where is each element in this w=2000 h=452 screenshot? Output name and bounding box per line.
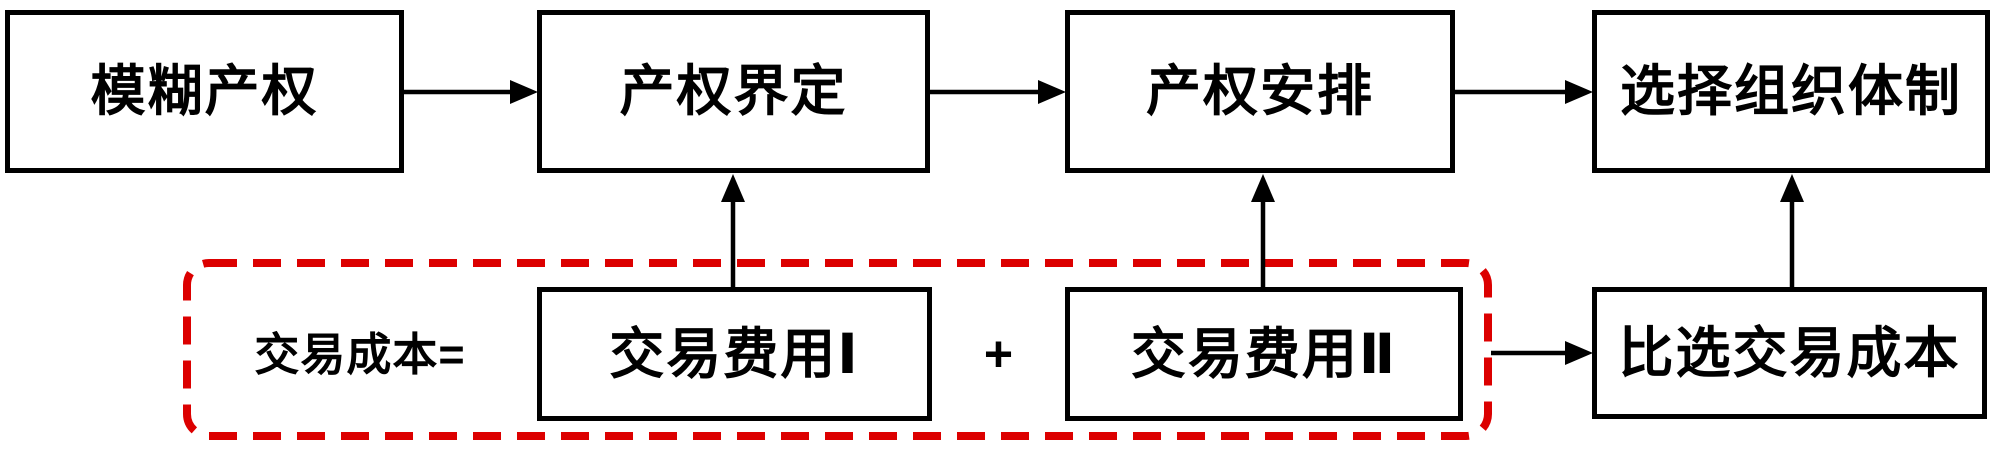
node-choose-organizational-system: 选择组织体制 — [1592, 10, 1990, 173]
node-compare-transaction-cost: 比选交易成本 — [1592, 287, 1987, 419]
node-property-rights-arrangement: 产权安排 — [1065, 10, 1455, 173]
node-property-rights-definition: 产权界定 — [537, 10, 930, 173]
arrow-fee1-to-define — [721, 174, 745, 288]
node-fuzzy-property-rights: 模糊产权 — [5, 10, 404, 173]
plus-operator: + — [932, 287, 1065, 421]
plus-text: + — [983, 326, 1014, 382]
node-label: 交易费用Ⅰ — [609, 322, 860, 385]
arrow-arrange-to-choose — [1455, 80, 1593, 104]
equation-text: 交易成本= — [254, 328, 466, 380]
transaction-cost-equation-label: 交易成本= — [190, 287, 530, 421]
node-label: 交易费用Ⅱ — [1130, 322, 1398, 385]
node-label: 模糊产权 — [90, 60, 319, 122]
arrow-fee2-to-arrange — [1251, 174, 1275, 288]
node-transaction-fee-1: 交易费用Ⅰ — [537, 287, 932, 421]
arrow-define-to-arrange — [930, 80, 1066, 104]
node-label: 产权界定 — [619, 60, 848, 122]
transaction-cost-group-outline — [183, 259, 1492, 440]
arrow-fuzzy-to-define — [404, 80, 538, 104]
node-label: 比选交易成本 — [1618, 321, 1961, 384]
arrow-compare-to-choose — [1780, 174, 1804, 288]
arrow-group-to-compare — [1491, 341, 1593, 365]
node-label: 产权安排 — [1145, 60, 1374, 122]
node-transaction-fee-2: 交易费用Ⅱ — [1065, 287, 1463, 421]
node-label: 选择组织体制 — [1619, 60, 1962, 122]
